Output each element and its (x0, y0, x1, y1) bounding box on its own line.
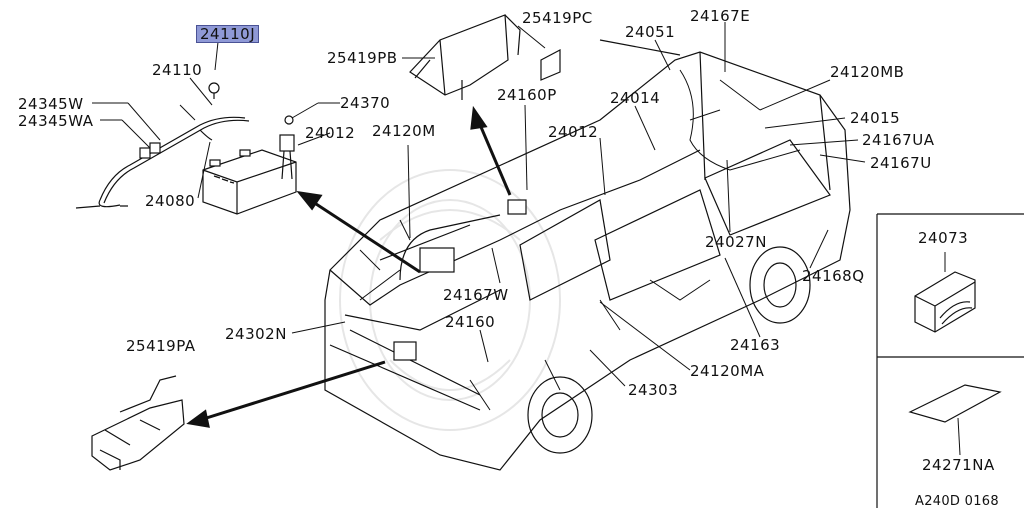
part-label-24168q[interactable]: 24168Q (802, 267, 865, 285)
callout-arrows (186, 105, 512, 428)
bracket-pb-illustration (409, 14, 521, 100)
part-label-24167e[interactable]: 24167E (690, 7, 751, 25)
part-label-25419pb[interactable]: 25419PB (327, 49, 398, 67)
part-label-24167w[interactable]: 24167W (443, 286, 509, 304)
part-label-24345w[interactable]: 24345W (18, 95, 84, 113)
part-label-24167ua[interactable]: 24167UA (862, 131, 935, 149)
part-label-24303[interactable]: 24303 (628, 381, 679, 399)
part-label-24302n[interactable]: 24302N (225, 325, 287, 343)
bracket-pa-illustration (91, 375, 185, 471)
part-label-24080[interactable]: 24080 (145, 192, 196, 210)
part-label-24345wa[interactable]: 24345WA (18, 112, 94, 130)
inset-panels (876, 213, 1024, 508)
part-label-24012-body[interactable]: 24012 (548, 123, 599, 141)
part-label-25419pa[interactable]: 25419PA (126, 337, 196, 355)
part-label-24110j[interactable]: 24110J (196, 25, 260, 43)
leader-lines (92, 22, 961, 456)
part-label-24110[interactable]: 24110 (152, 61, 203, 79)
bracket-pc-illustration (540, 49, 561, 81)
part-label-24271na[interactable]: 24271NA (922, 456, 995, 474)
battery-illustration (202, 149, 297, 215)
part-label-24120ma[interactable]: 24120MA (690, 362, 765, 380)
part-label-24027n[interactable]: 24027N (705, 233, 767, 251)
label-24271na-illustration (908, 384, 1002, 423)
part-label-24163[interactable]: 24163 (730, 336, 781, 354)
relay-illustration (279, 115, 295, 180)
battery-cable-illustration (75, 82, 250, 209)
part-label-24160[interactable]: 24160 (445, 313, 496, 331)
part-label-24120m[interactable]: 24120M (372, 122, 436, 140)
part-label-24051[interactable]: 24051 (625, 23, 676, 41)
harness-wiring (359, 69, 801, 411)
part-label-24073[interactable]: 24073 (918, 229, 969, 247)
part-label-24160p[interactable]: 24160P (497, 86, 557, 104)
part-label-25419pc[interactable]: 25419PC (522, 9, 593, 27)
part-label-24012-battery[interactable]: 24012 (305, 124, 356, 142)
part-label-24014[interactable]: 24014 (610, 89, 661, 107)
part-label-24167u[interactable]: 24167U (870, 154, 932, 172)
part-label-24120mb[interactable]: 24120MB (830, 63, 905, 81)
part-label-24015[interactable]: 24015 (850, 109, 901, 127)
vehicle-outline (324, 39, 851, 471)
diagram-reference-code: A240D 0168 (915, 494, 999, 509)
relay-24073-illustration (914, 271, 976, 333)
part-label-24370[interactable]: 24370 (340, 94, 391, 112)
